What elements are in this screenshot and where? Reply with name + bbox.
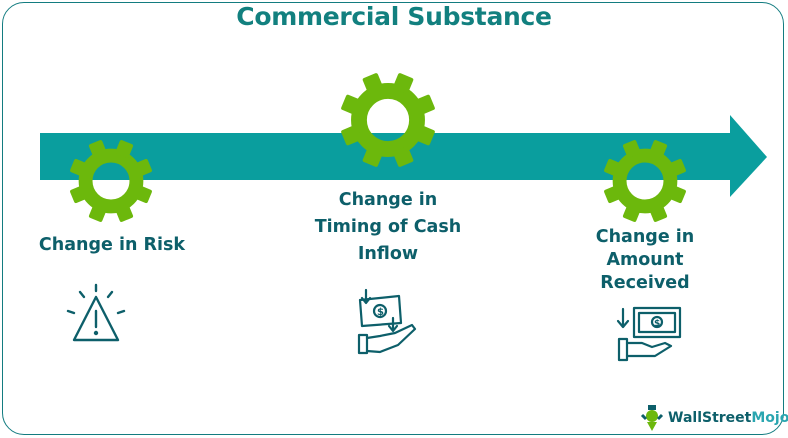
label-line: Timing of Cash (314, 217, 462, 237)
label-line: Inflow (357, 244, 419, 264)
gear-icon (341, 73, 435, 167)
page-title: Commercial Substance (236, 2, 552, 31)
svg-text:$: $ (377, 307, 384, 318)
label-line: Change in (595, 227, 695, 247)
label-line: Received (600, 273, 690, 293)
svg-text:$: $ (654, 319, 660, 329)
logo-text-2: Mojo (751, 410, 788, 426)
label-line: Amount (606, 250, 684, 270)
gear-icon (70, 140, 152, 222)
logo-text-1: WallStreet (668, 410, 752, 426)
gear-icon (604, 140, 686, 222)
money-to-hand-icon: $ (357, 288, 417, 355)
cash-received-icon: $ (616, 306, 682, 362)
mascot-icon (640, 405, 664, 431)
item-label-amount: Change in Amount Received (545, 226, 745, 295)
label-line: Change in Risk (38, 235, 186, 255)
warning-icon (66, 283, 126, 342)
item-label-timing: Change in Timing of Cash Inflow (288, 187, 488, 268)
label-line: Change in (338, 190, 438, 210)
wallstreetmojo-logo: WallStreetMojo (640, 405, 788, 431)
item-label-risk: Change in Risk (12, 232, 212, 259)
